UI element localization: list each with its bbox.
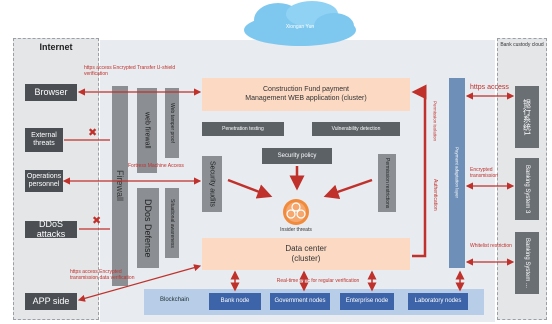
- fortress-annotation: Fortress Machine Access: [128, 163, 184, 169]
- data-center-line1: Data center: [285, 244, 327, 254]
- realtime-sync-annotation: Real-time sync for regular verification: [276, 278, 360, 284]
- data-center-line2: (cluster): [291, 254, 321, 263]
- bank-system-1-label: 银行系统1: [522, 98, 532, 136]
- firewall-label: Firewall: [115, 170, 125, 202]
- block-x-icon-2: ✖: [92, 215, 101, 227]
- security-audits-label: Security audits: [208, 161, 216, 207]
- external-threats-box: External threats: [25, 128, 63, 152]
- permission-isolation-annotation: Permission isolation: [430, 98, 440, 144]
- data-center-box: Data center (cluster): [202, 238, 410, 270]
- app-side-box: APP side: [25, 293, 77, 310]
- penetration-testing-box: Penetration testing: [202, 122, 284, 136]
- government-nodes: Government nodes: [270, 293, 330, 310]
- laboratory-nodes: Laboratory nodes: [408, 293, 468, 310]
- ddos-defense-label: DDos Defense: [143, 198, 153, 258]
- vulnerability-detection-box: Vulnerability detection: [312, 122, 400, 136]
- payment-adaptation-label: Payment adaptation layer: [454, 147, 460, 199]
- browser-box: Browser: [25, 84, 77, 101]
- enterprise-node: Enterprise node: [340, 293, 394, 310]
- whitelist-annotation: Whitelist restriction: [470, 243, 512, 249]
- ddos-defense-box: DDos Defense: [137, 188, 159, 268]
- web-app-line1: Construction Fund payment: [263, 85, 349, 93]
- web-firewall-label: web firewall: [143, 112, 151, 149]
- permission-restrictions-label: Permission restrictions: [384, 157, 390, 209]
- operations-personnel-box: Operations personnel: [25, 170, 63, 192]
- bank-system-3: Banking System 3: [515, 158, 539, 220]
- bank-system-n-label: Banking System ...: [524, 237, 530, 289]
- bank-system-3-label: Banking System 3: [524, 164, 530, 214]
- payment-adaptation-layer: Payment adaptation layer: [449, 78, 465, 268]
- block-x-icon-1: ✖: [88, 127, 97, 139]
- web-tamper-proof-box: Web tamper proof: [165, 88, 179, 158]
- ddos-attacks-box: DDoS attacks: [25, 219, 77, 238]
- firewall-column: Firewall: [112, 86, 128, 286]
- cloud-label: Xiongan Yun: [285, 24, 315, 30]
- security-policy-box: Security policy: [262, 148, 332, 164]
- bank-system-n: Banking System ...: [515, 232, 539, 294]
- permission-restrictions-box: Permission restrictions: [378, 154, 396, 212]
- authentication-annotation: Authentication: [430, 170, 440, 220]
- internet-title: Internet: [39, 42, 73, 52]
- situational-awareness-box: Situational awareness: [165, 188, 179, 258]
- web-application-box: Construction Fund payment Management WEB…: [202, 78, 410, 111]
- web-firewall-box: web firewall: [137, 88, 157, 173]
- bank-node: Bank node: [209, 293, 261, 310]
- web-tamper-proof-label: Web tamper proof: [169, 103, 175, 143]
- permission-isolation-label: Permission isolation: [432, 100, 438, 142]
- security-audits-box: Security audits: [202, 156, 222, 212]
- encrypted-transmission-annotation: Encrypted transmission: [470, 167, 499, 179]
- situational-awareness-label: Situational awareness: [169, 198, 175, 248]
- insider-threats-label: Insider threats: [280, 227, 312, 233]
- https-bottom-annotation: https access Encrypted transmission data…: [70, 269, 135, 281]
- authentication-label: Authentication: [432, 179, 438, 211]
- https-access-right-annotation: https access: [470, 84, 509, 91]
- web-app-line2: Management WEB application (cluster): [245, 94, 367, 102]
- bank-custody-title: Bank custody cloud: [500, 42, 544, 48]
- https-top-annotation: https access Encrypted Transfer U-shield…: [84, 65, 176, 77]
- bank-system-1: 银行系统1: [515, 86, 539, 148]
